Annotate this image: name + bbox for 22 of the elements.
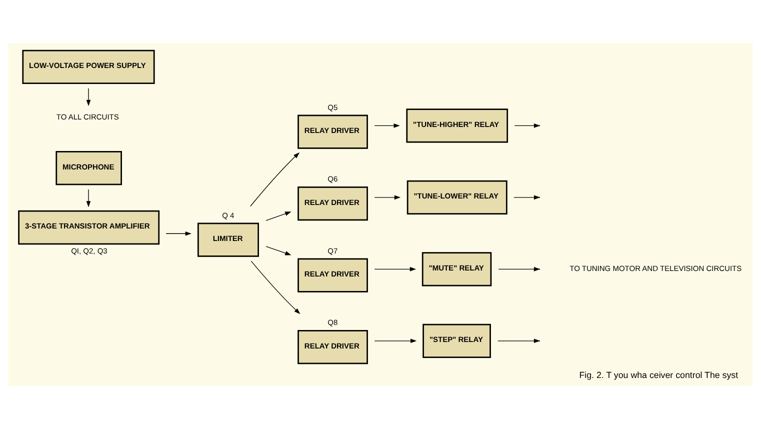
arrow (266, 246, 292, 256)
arrow (374, 124, 400, 128)
arrow (514, 195, 540, 200)
arrow (374, 338, 417, 344)
arrow (250, 260, 300, 314)
node-text: TO ALL CIRCUITS (56, 112, 119, 122)
node-label: Q7 (328, 246, 338, 256)
node-label: Q 4 (222, 210, 234, 220)
arrow (497, 338, 540, 344)
arrow (250, 152, 300, 207)
node-label: Q6 (328, 174, 338, 184)
caption: Fig. 2. T you wha ceiver control The syst (579, 370, 738, 380)
arrow (374, 195, 401, 200)
arrow (86, 88, 91, 106)
node-label: Q5 (328, 102, 338, 112)
arrow (266, 212, 292, 221)
arrow (86, 189, 91, 208)
arrow (166, 231, 192, 236)
node-label: Q8 (328, 318, 338, 328)
label: TO TUNING MOTOR AND TELEVISION CIRCUITS (570, 264, 742, 274)
node-label: QI, Q2, Q3 (71, 246, 108, 256)
arrow (374, 267, 416, 272)
